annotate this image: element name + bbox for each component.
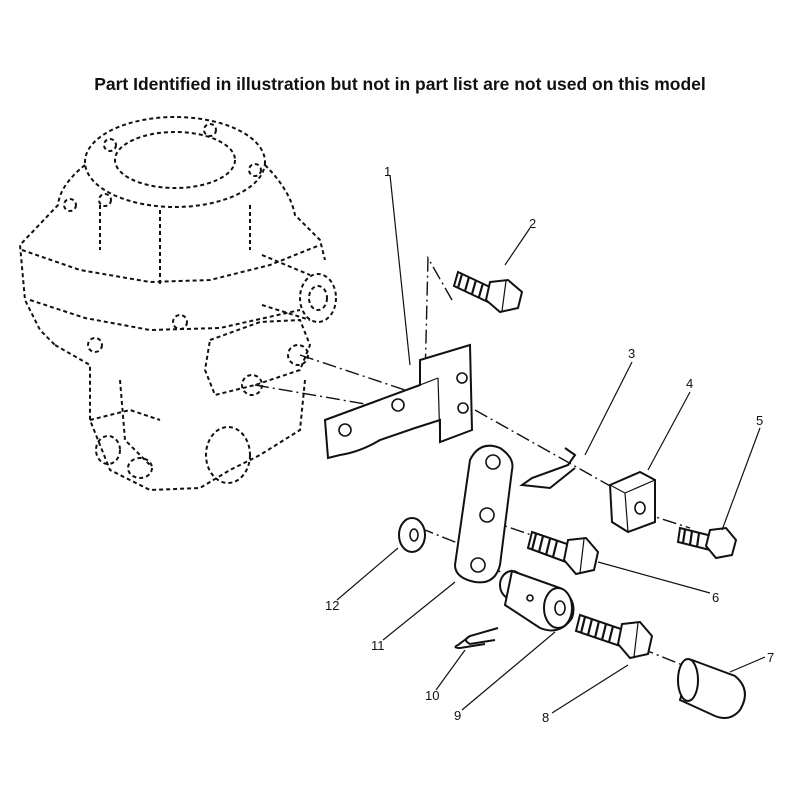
link-plate-11 bbox=[453, 444, 514, 584]
callout-7: 7 bbox=[767, 650, 774, 665]
hex-bolt-6 bbox=[526, 530, 600, 576]
callout-12: 12 bbox=[325, 598, 339, 613]
parts-note: Part Identified in illustration but not … bbox=[94, 74, 706, 94]
callout-9: 9 bbox=[454, 708, 461, 723]
swivel-9 bbox=[499, 569, 575, 632]
callout-3: 3 bbox=[628, 346, 635, 361]
hex-bolt-5 bbox=[676, 526, 738, 560]
callout-1: 1 bbox=[384, 164, 391, 179]
callout-5: 5 bbox=[756, 413, 763, 428]
leader-lines bbox=[336, 174, 766, 714]
cap-sleeve-7 bbox=[677, 658, 746, 719]
hex-bolt-2 bbox=[452, 270, 524, 314]
carburetor-body bbox=[18, 116, 337, 492]
hairpin-clip-10 bbox=[454, 627, 499, 650]
callout-10: 10 bbox=[425, 688, 439, 703]
hex-bolt-8 bbox=[574, 613, 654, 660]
mounting-bracket bbox=[323, 343, 474, 460]
washer-12 bbox=[398, 517, 426, 553]
callout-6: 6 bbox=[712, 590, 719, 605]
wire-link-3 bbox=[519, 447, 577, 490]
callout-4: 4 bbox=[686, 376, 693, 391]
callout-2: 2 bbox=[529, 216, 536, 231]
callout-8: 8 bbox=[542, 710, 549, 725]
callout-11: 11 bbox=[371, 638, 385, 653]
clamp-block-4 bbox=[608, 470, 656, 534]
callout-labels: 1 2 3 4 5 6 7 8 9 10 11 12 bbox=[325, 164, 774, 725]
